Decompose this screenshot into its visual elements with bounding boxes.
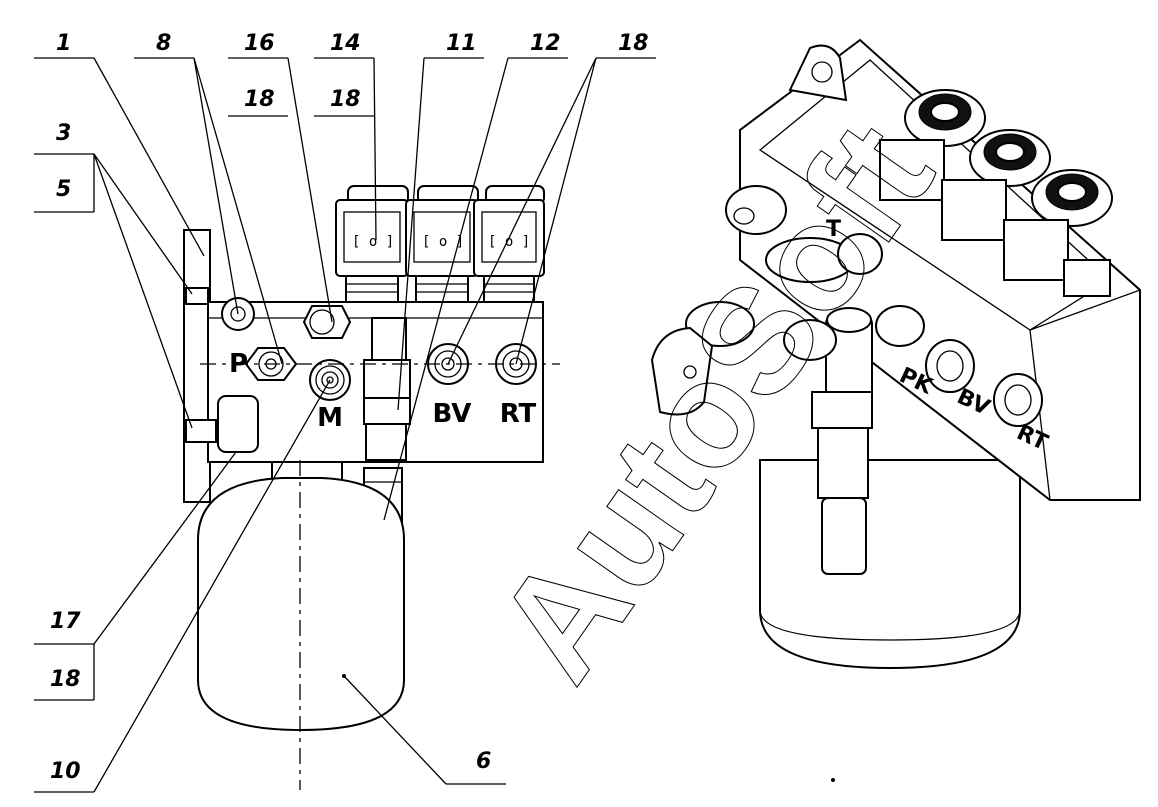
callout-14: 14 <box>330 31 361 56</box>
solenoid-valve-1: [ o ] <box>335 185 409 303</box>
svg-text:[ o ]: [ o ] <box>488 234 530 250</box>
callout-18b: 18 <box>330 87 361 112</box>
callout-12: 12 <box>530 31 561 56</box>
callout-18a: 18 <box>244 87 275 112</box>
callout-8: 8 <box>156 31 171 56</box>
callout-17: 17 <box>50 609 81 634</box>
callout-11: 11 <box>446 31 477 56</box>
solenoid-valve-2: [ o ] <box>405 185 479 303</box>
callout-5: 5 <box>56 177 71 202</box>
front-view: [ o ] [ o ] [ o ] <box>183 185 560 790</box>
callout-18d: 18 <box>50 667 81 692</box>
svg-text:[ o ]: [ o ] <box>422 234 464 250</box>
iso-port-label-t: T <box>826 217 841 242</box>
callout-10: 10 <box>50 759 81 784</box>
callout-16: 16 <box>244 31 275 56</box>
port-label-p: P <box>229 349 248 379</box>
isometric-view: T PK BV RT <box>650 38 1141 670</box>
callout-3: 3 <box>56 121 71 146</box>
port-label-rt: RT <box>500 399 537 429</box>
iso-solenoid-1 <box>879 89 986 201</box>
svg-text:[ o ]: [ o ] <box>352 234 394 250</box>
callout-6: 6 <box>476 749 491 774</box>
mounting-plate <box>183 229 211 503</box>
solenoid-valve-3: [ o ] <box>473 185 545 303</box>
callout-18c: 18 <box>618 31 649 56</box>
accumulator-6 <box>197 477 405 732</box>
callout-1: 1 <box>56 31 71 56</box>
iso-solenoid-2 <box>941 129 1051 241</box>
port-label-bv: BV <box>433 399 472 429</box>
port-label-m: M <box>317 403 343 433</box>
iso-solenoid-3 <box>1003 169 1113 297</box>
callouts: 1 8 16 18 14 18 11 12 18 3 5 <box>34 31 656 793</box>
